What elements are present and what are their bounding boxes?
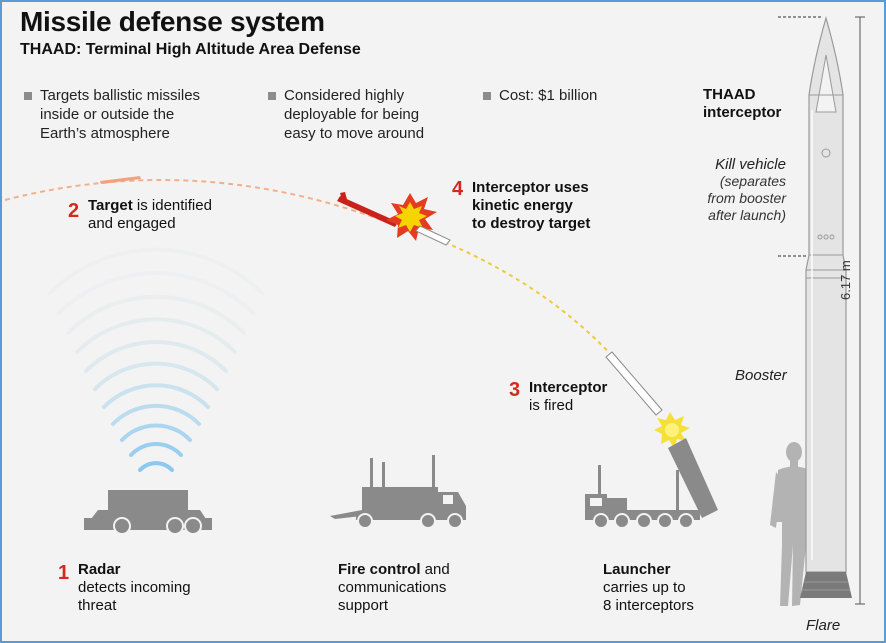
thaad-interceptor-icon <box>800 15 852 598</box>
step-4-number: 4 <box>452 178 464 200</box>
red-missile-icon <box>337 192 398 227</box>
launcher-text: Launcher carries up to 8 interceptors <box>603 561 694 614</box>
bullet-targets: Targets ballistic missiles inside or out… <box>24 86 200 143</box>
height-label: 6.17 m <box>838 260 853 300</box>
step-1-text: Radar detects incoming threat <box>78 561 191 614</box>
human-silhouette-icon <box>770 442 816 606</box>
explosion-icon <box>386 193 437 241</box>
kill-vehicle-icon <box>415 225 451 246</box>
launcher-truck-icon <box>585 438 718 529</box>
interceptor-trajectory <box>399 224 646 396</box>
interceptor-in-flight-icon <box>605 351 663 416</box>
step-2-text: Target is identified and engaged <box>88 197 212 232</box>
page-title: Missile defense system <box>20 6 325 37</box>
radar-waves <box>48 247 264 472</box>
bullet-square-icon <box>268 92 276 100</box>
booster-label: Booster <box>735 367 787 384</box>
radar-truck-icon <box>84 490 212 535</box>
bullet-cost: Cost: $1 billion <box>483 86 597 105</box>
step-2-number: 2 <box>68 200 80 222</box>
launch-flash-icon <box>654 412 690 448</box>
kill-vehicle-label: Kill vehicle (separates from booster aft… <box>707 156 786 223</box>
bullet-deployable: Considered highly deployable for being e… <box>268 86 424 143</box>
thaad-interceptor-heading: THAAD interceptor <box>703 86 782 121</box>
step-4-text: Interceptor uses kinetic energy to destr… <box>472 179 591 232</box>
fire-control-text: Fire control and communications support <box>338 561 450 614</box>
page-subtitle: THAAD: Terminal High Altitude Area Defen… <box>20 41 361 58</box>
flare-label: Flare <box>806 617 841 634</box>
bullet-square-icon <box>24 92 32 100</box>
target-missile-icon <box>100 176 141 184</box>
step-3-text: Interceptor is fired <box>529 379 608 414</box>
step-1-number: 1 <box>58 562 70 584</box>
bullet-square-icon <box>483 92 491 100</box>
fire-control-truck-icon <box>330 455 466 529</box>
step-3-number: 3 <box>509 379 521 401</box>
flare-icon <box>800 572 852 598</box>
